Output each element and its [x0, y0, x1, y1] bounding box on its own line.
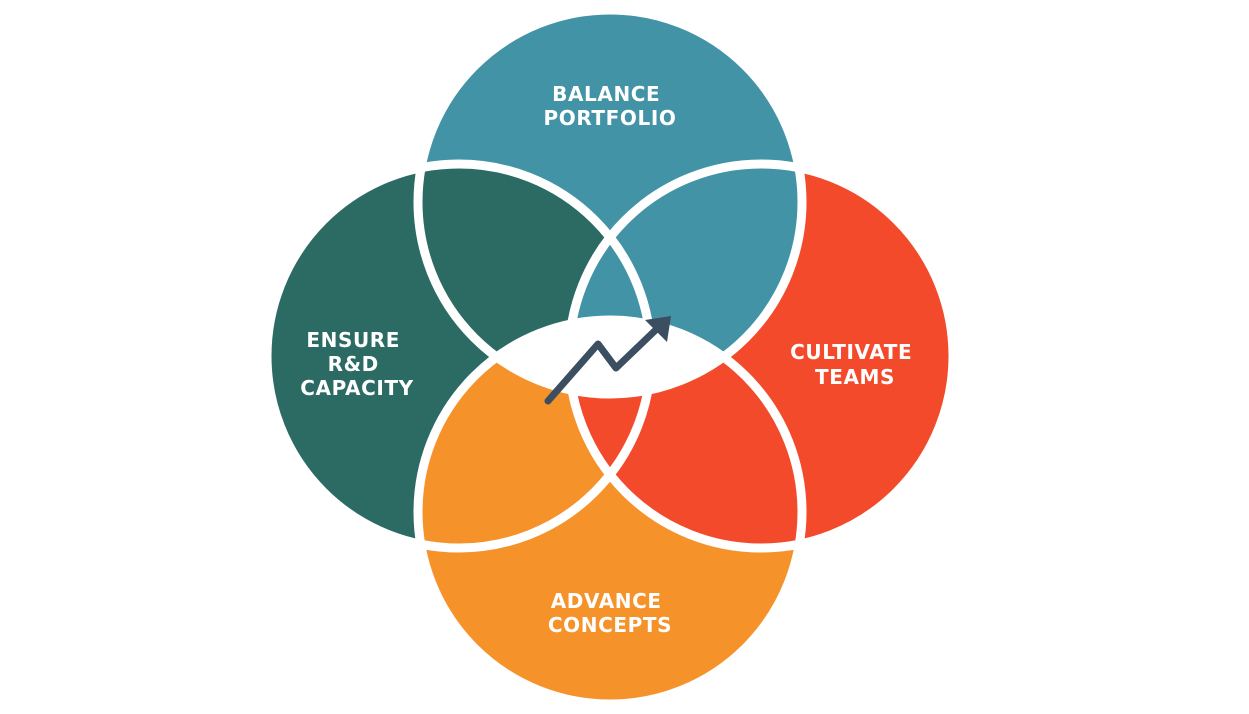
ring-right: [564, 159, 958, 553]
label-line: CULTIVATE: [790, 340, 912, 364]
ring-left: [262, 159, 656, 553]
label-line: PORTFOLIO: [543, 106, 676, 130]
label-line: R&D: [328, 352, 379, 376]
label-cultivate-teams: CULTIVATE TEAMS: [790, 340, 920, 389]
label-line: CONCEPTS: [548, 613, 672, 637]
label-advance-concepts: ADVANCE CONCEPTS: [548, 589, 672, 637]
label-balance-portfolio: BALANCE PORTFOLIO: [543, 82, 676, 130]
ring-top: [413, 5, 807, 399]
ring-bottom: [413, 315, 807, 709]
label-line: CAPACITY: [300, 376, 414, 400]
label-line: ADVANCE: [551, 589, 662, 613]
label-line: ENSURE: [306, 328, 400, 352]
label-ensure-rd-capacity: ENSURE R&D CAPACITY: [300, 328, 414, 400]
trending-up-arrow-icon: [544, 316, 671, 405]
label-line: BALANCE: [552, 82, 660, 106]
label-line: TEAMS: [815, 365, 895, 389]
